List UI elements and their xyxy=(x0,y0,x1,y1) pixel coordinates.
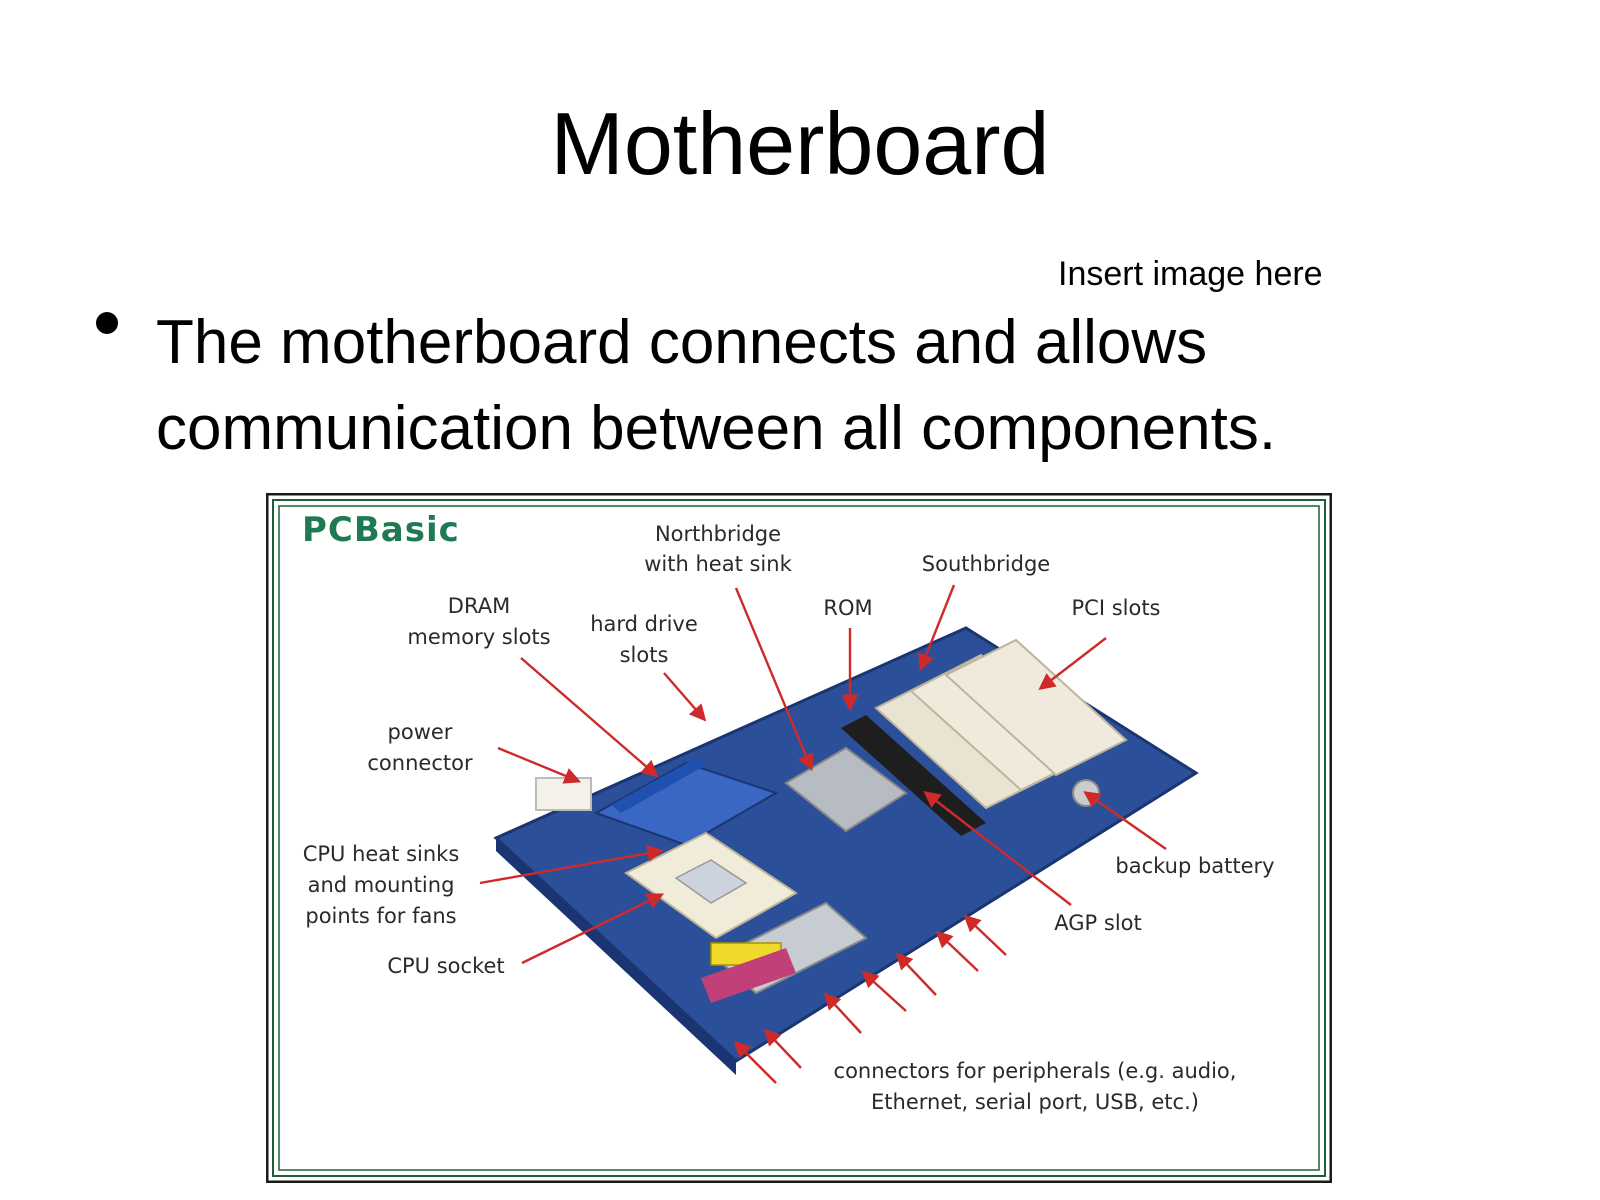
label-southbridge: Southbridge xyxy=(922,552,1050,576)
arrow-periph-4 xyxy=(861,970,907,1012)
label-power-line1: power xyxy=(388,720,453,744)
arrow-periph-2 xyxy=(763,1028,802,1069)
frame-mid xyxy=(272,499,1326,1177)
motherboard-illustration xyxy=(493,626,1199,1075)
label-pci-slots: PCI slots xyxy=(1072,596,1161,620)
label-hard-drive-line1: hard drive xyxy=(590,612,698,636)
arrow-agp xyxy=(923,790,1072,906)
label-cpu-socket: CPU socket xyxy=(387,954,504,978)
arrow-battery xyxy=(1083,791,1167,850)
slide-title: Motherboard xyxy=(550,94,1050,193)
label-peripherals-line1: connectors for peripherals (e.g. audio, xyxy=(834,1059,1237,1083)
bullet-text: The motherboard connects and allows comm… xyxy=(156,308,1277,463)
pcbasic-logo: PCBasic xyxy=(302,510,460,550)
arrow-northbridge xyxy=(734,587,814,772)
callout-arrows xyxy=(479,584,1167,1084)
arrow-periph-6 xyxy=(935,930,979,972)
arrow-periph-7 xyxy=(963,914,1007,956)
arrow-pci xyxy=(1038,637,1107,691)
label-backup-battery: backup battery xyxy=(1115,854,1274,878)
label-northbridge-line2: with heat sink xyxy=(644,552,792,576)
label-cpu-heat-line1: CPU heat sinks xyxy=(303,842,460,866)
label-power-line2: connector xyxy=(367,751,473,775)
label-northbridge-line1: Northbridge xyxy=(655,522,781,546)
bullet-marker xyxy=(96,312,118,334)
arrow-hard-drive xyxy=(663,672,707,722)
image-placeholder-note: Insert image here xyxy=(1058,255,1323,293)
label-cpu-heat-line3: points for fans xyxy=(305,904,456,928)
arrow-periph-1 xyxy=(733,1040,777,1084)
label-dram-line2: memory slots xyxy=(407,625,550,649)
arrow-southbridge xyxy=(918,584,956,672)
arrow-cpu-heat xyxy=(479,845,665,885)
label-dram-line1: DRAM xyxy=(448,594,510,618)
label-agp-slot: AGP slot xyxy=(1054,911,1141,935)
arrow-dram xyxy=(520,657,659,778)
arrow-power xyxy=(497,746,582,784)
motherboard-diagram-svg: PCBasic Northbridge with heat sink South… xyxy=(266,493,1332,1183)
label-hard-drive-line2: slots xyxy=(620,643,669,667)
arrow-periph-3 xyxy=(823,992,862,1034)
motherboard-diagram: PCBasic Northbridge with heat sink South… xyxy=(266,493,1332,1183)
arrow-cpu-socket xyxy=(521,893,665,965)
arrow-periph-5 xyxy=(895,952,937,996)
frame-inner xyxy=(278,505,1320,1171)
label-peripherals-line2: Ethernet, serial port, USB, etc.) xyxy=(871,1090,1199,1114)
label-rom: ROM xyxy=(823,596,872,620)
label-cpu-heat-line2: and mounting xyxy=(308,873,455,897)
